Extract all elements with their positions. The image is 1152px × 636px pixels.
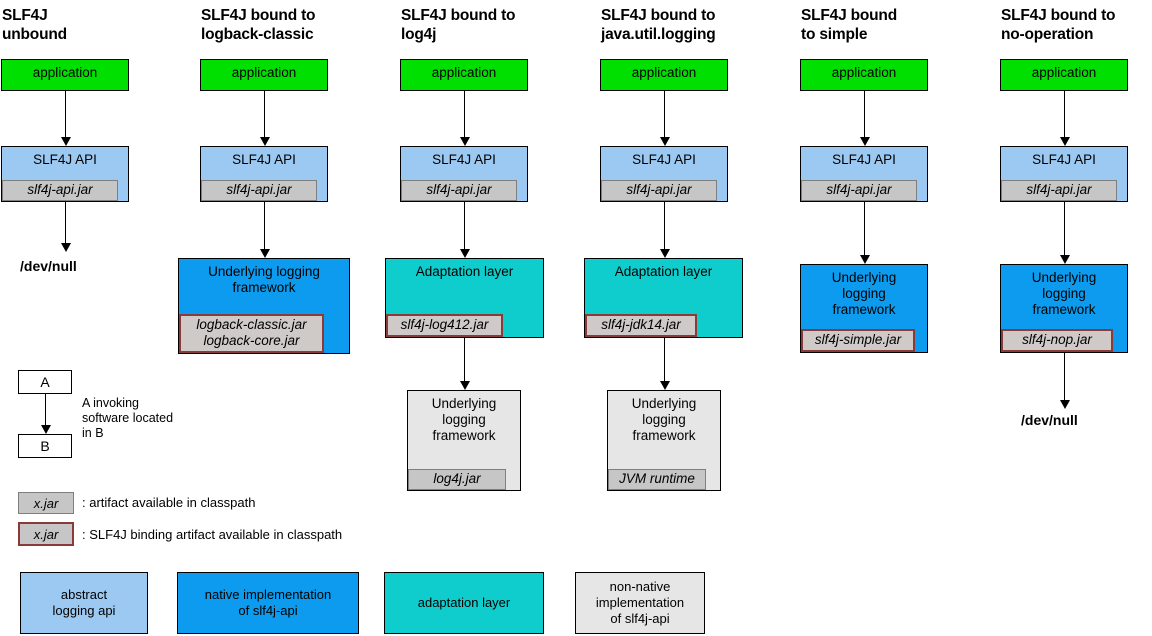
legend-invocation-caption: A invoking software located in B xyxy=(82,396,174,440)
node-label: SLF4J API xyxy=(33,152,97,167)
jar-jvm-runtime-col4: JVM runtime xyxy=(608,469,706,490)
column-title-log4j: SLF4J bound to log4j xyxy=(401,7,516,43)
node-application-col4: application xyxy=(600,59,728,91)
legend-box-b-label: B xyxy=(40,438,50,454)
node-label: Adaptation layer xyxy=(415,264,514,279)
terminal-devnull-col6: /dev/null xyxy=(1021,412,1078,428)
legend-swatch-label: native implementation of slf4j-api xyxy=(204,587,332,618)
node-label: SLF4J API xyxy=(832,152,896,167)
legend-artifact-caption: : artifact available in classpath xyxy=(82,495,256,510)
node-slf4j-api-col2: SLF4J API slf4j-api.jar xyxy=(200,146,328,202)
node-application-col3: application xyxy=(400,59,528,91)
jar-slf4j-simple-col5: slf4j-simple.jar xyxy=(801,329,915,352)
legend-box-a: A xyxy=(18,370,72,394)
node-label: application xyxy=(32,65,98,80)
column-title-simple: SLF4J bound to simple xyxy=(801,7,897,43)
node-label: Underlying logging framework xyxy=(831,270,897,317)
column-title-nop: SLF4J bound to no-operation xyxy=(1001,7,1116,43)
node-adaptation-layer-col3: Adaptation layer slf4j-log412.jar xyxy=(385,258,544,338)
legend-box-a-label: A xyxy=(40,374,50,390)
legend-swatch-native-implementation: native implementation of slf4j-api xyxy=(177,572,359,634)
node-application-col2: application xyxy=(200,59,328,91)
node-label: SLF4J API xyxy=(1032,152,1096,167)
node-underlying-framework-col2: Underlying logging framework logback-cla… xyxy=(178,258,350,354)
jar-slf4j-nop-col6: slf4j-nop.jar xyxy=(1001,329,1113,352)
legend-swatch-label: non-native implementation of slf4j-api xyxy=(595,579,685,626)
legend-swatch-adaptation-layer: adaptation layer xyxy=(384,572,544,634)
node-label: Underlying logging framework xyxy=(631,396,697,443)
node-slf4j-api-col6: SLF4J API slf4j-api.jar xyxy=(1000,146,1128,202)
legend-artifact-sample: x.jar xyxy=(33,495,59,511)
node-label: application xyxy=(431,65,497,80)
jar-logback-col2: logback-classic.jar logback-core.jar xyxy=(179,314,324,353)
node-label: application xyxy=(831,65,897,80)
node-underlying-framework-col4: Underlying logging framework JVM runtime xyxy=(607,390,721,491)
jar-slf4j-api-col5: slf4j-api.jar xyxy=(801,180,917,201)
node-application-col5: application xyxy=(800,59,928,91)
node-label: SLF4J API xyxy=(432,152,496,167)
node-slf4j-api-col1: SLF4J API slf4j-api.jar xyxy=(1,146,129,202)
node-label: application xyxy=(231,65,297,80)
jar-log4j-col3: log4j.jar xyxy=(408,469,506,490)
legend-binding-sample: x.jar xyxy=(33,526,59,542)
node-label: Underlying logging framework xyxy=(431,396,497,443)
jar-slf4j-api-col2: slf4j-api.jar xyxy=(201,180,317,201)
legend-swatch-label: adaptation layer xyxy=(417,595,511,610)
jar-slf4j-jdk14-col4: slf4j-jdk14.jar xyxy=(585,314,697,337)
node-label: application xyxy=(631,65,697,80)
node-application-col1: application xyxy=(1,59,129,91)
jar-slf4j-log412-col3: slf4j-log412.jar xyxy=(386,314,503,337)
node-underlying-framework-col6: Underlying logging framework slf4j-nop.j… xyxy=(1000,264,1128,353)
legend-swatch-label: abstract logging api xyxy=(52,587,116,618)
column-title-unbound: SLF4J unbound xyxy=(2,7,67,43)
terminal-devnull-col1: /dev/null xyxy=(20,258,77,274)
node-underlying-framework-col5: Underlying logging framework slf4j-simpl… xyxy=(800,264,928,353)
node-slf4j-api-col4: SLF4J API slf4j-api.jar xyxy=(600,146,728,202)
column-title-jul: SLF4J bound to java.util.logging xyxy=(601,7,716,43)
node-label: Underlying logging framework xyxy=(1031,270,1097,317)
node-label: Adaptation layer xyxy=(614,264,713,279)
jar-slf4j-api-col4: slf4j-api.jar xyxy=(601,180,717,201)
jar-slf4j-api-col3: slf4j-api.jar xyxy=(401,180,517,201)
jar-slf4j-api-col1: slf4j-api.jar xyxy=(2,180,118,201)
legend-box-b: B xyxy=(18,434,72,458)
node-slf4j-api-col3: SLF4J API slf4j-api.jar xyxy=(400,146,528,202)
node-label: Underlying logging framework xyxy=(208,264,320,295)
jar-slf4j-api-col6: slf4j-api.jar xyxy=(1001,180,1117,201)
node-slf4j-api-col5: SLF4J API slf4j-api.jar xyxy=(800,146,928,202)
column-title-logback: SLF4J bound to logback-classic xyxy=(201,7,316,43)
node-application-col6: application xyxy=(1000,59,1128,91)
node-label: application xyxy=(1031,65,1097,80)
node-adaptation-layer-col4: Adaptation layer slf4j-jdk14.jar xyxy=(584,258,743,338)
legend-swatch-artifact-jar: x.jar xyxy=(18,492,74,514)
node-label: SLF4J API xyxy=(632,152,696,167)
node-label: SLF4J API xyxy=(232,152,296,167)
legend-swatch-non-native-implementation: non-native implementation of slf4j-api xyxy=(575,572,705,634)
node-underlying-framework-col3: Underlying logging framework log4j.jar xyxy=(407,390,521,491)
legend-binding-caption: : SLF4J binding artifact available in cl… xyxy=(82,527,343,542)
legend-swatch-abstract-logging-api: abstract logging api xyxy=(20,572,148,634)
legend-swatch-binding-jar: x.jar xyxy=(18,522,74,546)
